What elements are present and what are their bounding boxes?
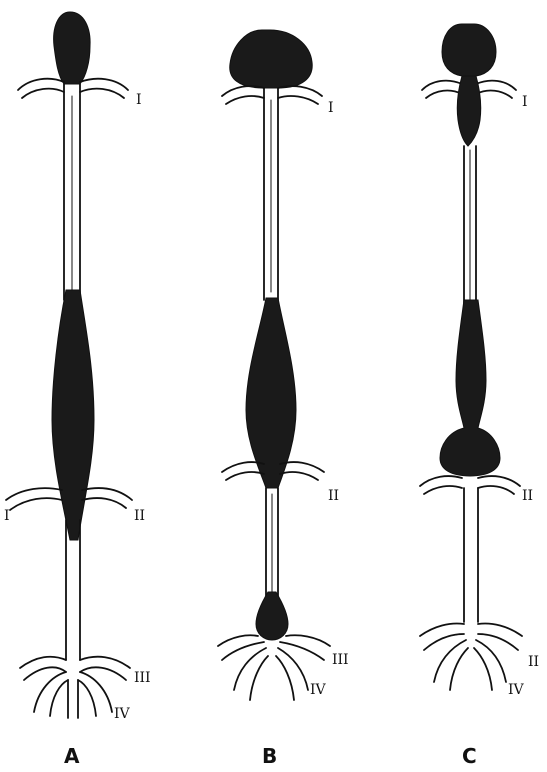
panel-b-branch-1 [222,642,264,660]
panel-b-level-3-label: III [332,652,349,668]
panel-a-level-3-label: III [134,670,151,686]
panel-b-branch-4 [278,648,308,690]
panel-c-level-2-label: II [522,488,533,504]
panel-c-level-2-arc-right [478,476,520,486]
panel-c-level-1-arc-left-inner [426,91,462,98]
panel-c-branch-3 [434,640,466,682]
panel-a-branch-4 [80,672,112,712]
panel-c-branch-2 [478,634,518,650]
panel-c-branch-4 [476,640,506,682]
panel-c-level-1-arc-right [476,81,516,90]
panel-c-level-1-arc-left [422,81,462,90]
panel-a-level-1-label: I [136,92,142,108]
panel-c-level-1-arc-right-inner [476,91,512,98]
panel-b-branch-3 [234,648,266,690]
panel-a-level-2-right-label: II [134,508,145,524]
panel-b: I II III IV B [218,30,349,768]
panel-b-level-1-arc-right-inner [278,96,318,104]
panel-c-level-4-label: IV [508,682,525,698]
panel-b-top-mass [230,30,312,88]
panel-a-level-1-arc-right-inner [80,89,124,98]
panel-c-branch-5 [450,648,468,690]
panel-c-level-2-arc-right-inner [478,486,514,494]
panel-b-label: B [262,744,277,768]
panel-a-top-mass [54,12,90,84]
panel-c: I II II IV C [420,24,539,768]
panel-c-level-2-arc-left-inner [424,486,462,494]
panel-b-level-2-label: II [328,488,339,504]
panel-a-branch-3 [34,672,66,712]
panel-b-level-4-label: IV [310,682,327,698]
panel-c-top-mass [442,24,496,76]
panel-b-bottom-mass [256,592,288,640]
panel-c-level-1-label: I [522,94,528,110]
panel-c-level-3-label: II [528,654,539,670]
panel-a-branch-5 [50,680,68,716]
panel-a-branch-outer-left [20,657,66,668]
panel-c-level-2-arc-left [420,476,462,486]
panel-b-branch-5 [250,656,268,700]
panel-a-level-2-left-label: I [4,508,10,524]
panel-b-level-2-arc-left-inner [226,472,264,480]
panel-b-level-1-arc-left-inner [226,96,264,104]
panel-a-level-1-arc-left-inner [22,89,64,98]
panel-a-level-4-label: IV [114,706,131,722]
panel-c-central-mass [440,300,500,476]
panel-b-central-mass [246,298,296,488]
panel-a-central-mass [52,290,94,540]
panel-b-level-1-label: I [328,100,334,116]
panel-a-branch-2 [80,667,126,680]
panel-a-level-2-arc-right-inner [82,498,126,508]
panel-a-level-1-arc-left [18,79,64,90]
panel-a-level-2-arc-left-inner [10,498,62,510]
panel-b-branch-2 [280,642,324,660]
panel-c-label: C [462,744,477,768]
panel-b-level-2-arc-right-inner [280,472,318,480]
panel-b-branch-6 [276,656,294,700]
panel-a-label: A [64,744,80,768]
panel-a-branch-6 [78,680,96,716]
panel-a: I I II III IV A [4,12,151,768]
panel-c-branch-6 [474,648,492,690]
panel-c-upper-bulb [457,76,481,146]
panel-c-branch-1 [424,634,464,650]
panel-a-branch-outer-right [80,657,130,668]
